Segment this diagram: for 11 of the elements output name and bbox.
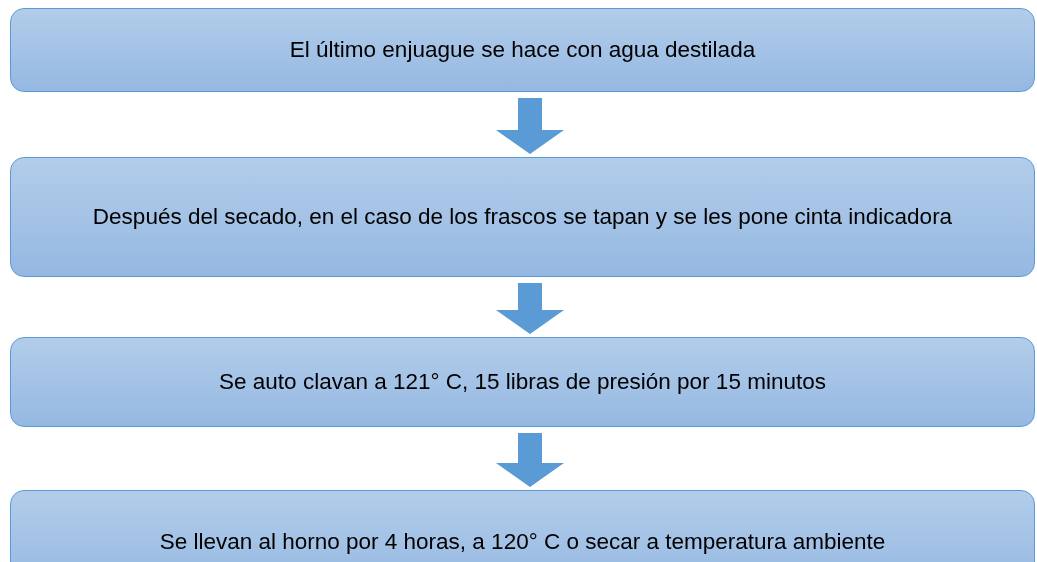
block-arrow xyxy=(496,98,564,154)
block-arrow xyxy=(496,283,564,334)
step-text: Después del secado, en el caso de los frascos se tapan y se les pone cinta indicadora xyxy=(92,203,953,231)
process-box xyxy=(10,157,1035,277)
process-box xyxy=(10,8,1035,92)
step-text: Se llevan al horno por 4 horas, a 120° C o secar a temperatura ambiente xyxy=(159,528,886,556)
step-text: Se auto clavan a 121° C, 15 libras de presión por 15 minutos xyxy=(219,368,826,396)
process-box xyxy=(10,337,1035,427)
block-arrow xyxy=(496,433,564,487)
process-box xyxy=(10,490,1035,562)
step-text: El último enjuague se hace con agua destilada xyxy=(289,36,756,64)
